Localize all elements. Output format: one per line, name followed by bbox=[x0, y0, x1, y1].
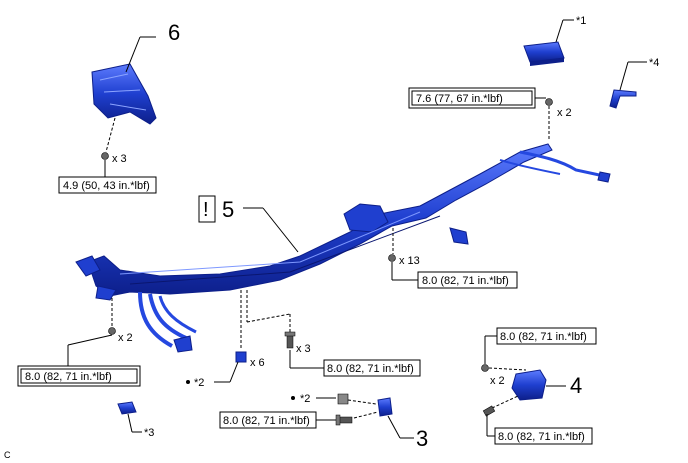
callout-3: *3 bbox=[144, 427, 154, 439]
bolt-icon bbox=[101, 152, 109, 160]
qty-x13: x 13 bbox=[399, 255, 420, 267]
bullet-icon bbox=[291, 396, 295, 400]
torque-box-x13 bbox=[417, 271, 518, 289]
callout-4: *4 bbox=[649, 57, 659, 69]
torque-box-topright bbox=[411, 90, 533, 106]
part-5-wire-harness bbox=[75, 143, 611, 353]
caution-box bbox=[198, 195, 216, 223]
qty-part6: x 3 bbox=[112, 153, 127, 165]
part-4-bracket bbox=[511, 369, 547, 401]
torque-box-left bbox=[20, 368, 138, 384]
callout-2a: *2 bbox=[194, 377, 204, 389]
qty-left: x 2 bbox=[118, 332, 133, 344]
callout-1: *1 bbox=[576, 15, 586, 27]
torque-box-part4-bottom bbox=[494, 427, 593, 445]
qty-part4: x 2 bbox=[490, 375, 505, 387]
clip-icon bbox=[337, 393, 349, 405]
torque-x3: 8.0 (82, 71 in.*lbf) bbox=[327, 363, 414, 375]
qty-x6: x 6 bbox=[250, 357, 265, 369]
qty-x3: x 3 bbox=[296, 343, 311, 355]
part-label-4: 4 bbox=[570, 373, 582, 398]
torque-left: 8.0 (82, 71 in.*lbf) bbox=[25, 371, 112, 383]
bolt-icon bbox=[482, 405, 496, 417]
bullet-icon bbox=[186, 380, 190, 384]
part-3-bracket bbox=[377, 397, 393, 417]
torque-topright: 7.6 (77, 67 in.*lbf) bbox=[416, 93, 503, 105]
caution-mark: ! bbox=[203, 199, 209, 221]
callout-2b: *2 bbox=[300, 393, 310, 405]
corner-code: C bbox=[4, 450, 11, 460]
part-label-5: 5 bbox=[222, 197, 234, 222]
bolt-icon bbox=[481, 364, 489, 372]
torque-box-part3 bbox=[219, 411, 317, 429]
part-callout1-ecu bbox=[523, 41, 565, 66]
part-callout4-clip bbox=[609, 89, 637, 109]
torque-part4-bottom: 8.0 (82, 71 in.*lbf) bbox=[498, 431, 585, 443]
torque-box-x3 bbox=[323, 359, 421, 377]
torque-part4-top: 8.0 (82, 71 in.*lbf) bbox=[500, 331, 587, 343]
torque-part6: 4.9 (50, 43 in.*lbf) bbox=[63, 180, 150, 192]
bolt-icon bbox=[284, 331, 296, 349]
torque-x13: 8.0 (82, 71 in.*lbf) bbox=[422, 275, 509, 287]
part-label-6: 6 bbox=[168, 20, 180, 45]
bolt-icon bbox=[388, 254, 396, 262]
part-6-cover bbox=[91, 63, 157, 125]
part-label-3: 3 bbox=[416, 426, 428, 451]
clip-icon bbox=[235, 351, 247, 363]
nut-icon bbox=[108, 327, 116, 335]
nut-icon bbox=[545, 98, 553, 106]
torque-box-part6 bbox=[58, 176, 157, 194]
bolt-icon bbox=[335, 414, 353, 426]
qty-topright: x 2 bbox=[557, 107, 572, 119]
part-callout3-bracket bbox=[117, 401, 137, 415]
torque-part3: 8.0 (82, 71 in.*lbf) bbox=[223, 415, 310, 427]
